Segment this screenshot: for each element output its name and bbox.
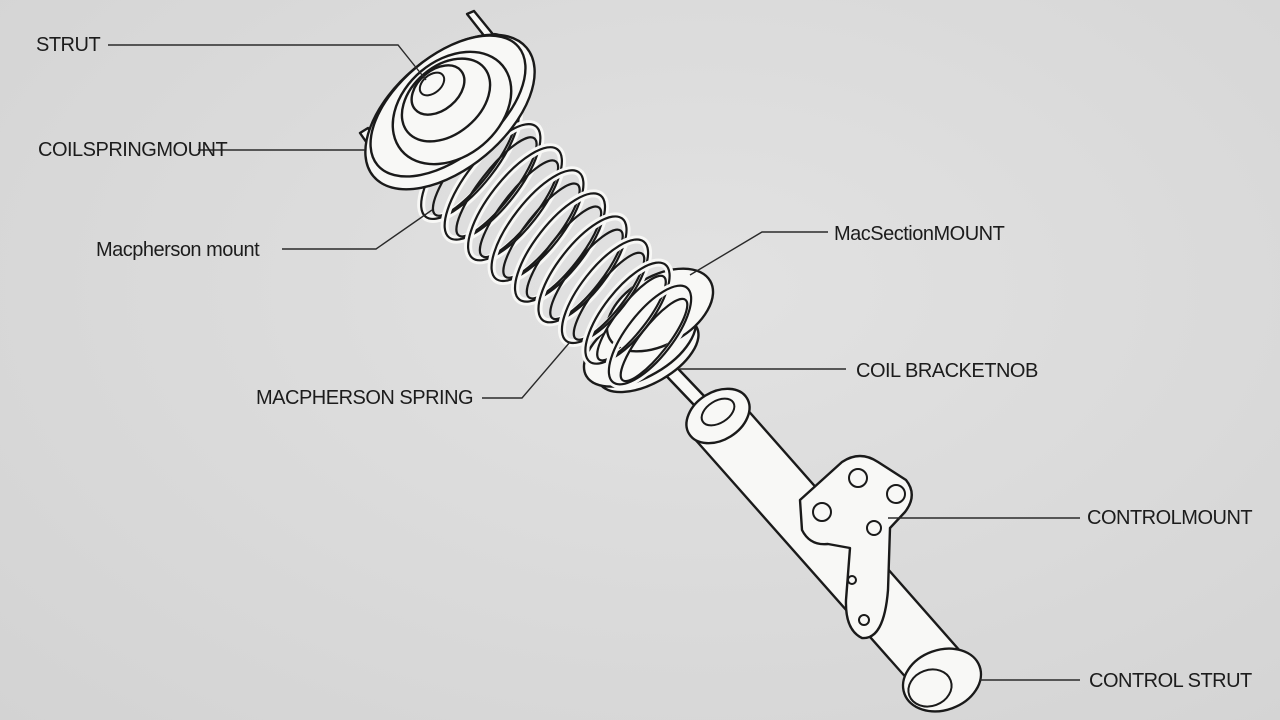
top-mount — [358, 9, 536, 191]
lower-eye-bushing — [901, 647, 983, 713]
leader-lines — [108, 44, 1080, 681]
label-control-strut: CONTROL STRUT — [1089, 670, 1252, 692]
label-coil-spring-mount: COILSPRINGMOUNT — [38, 139, 227, 161]
leader-strut — [108, 44, 427, 81]
spring-coil-turn — [466, 146, 564, 262]
label-coil-bracket: COIL BRACKETNOB — [856, 360, 1038, 382]
spring-coil-turn — [490, 169, 585, 283]
labels: STRUT COILSPRINGMOUNT Macpherson mount M… — [36, 34, 1253, 692]
spring-coil-turn — [511, 189, 609, 306]
spring-coil-inner-edge — [549, 228, 624, 321]
spring-coil-turn — [607, 284, 693, 386]
spring-coil-inner-edge — [572, 251, 646, 341]
label-strut: STRUT — [36, 34, 100, 56]
spring-coil-turn — [513, 192, 607, 303]
spring-coil-inner-edge — [596, 274, 667, 362]
label-mac-section-mount: MacSectionMOUNT — [834, 223, 1005, 245]
spring-coil-turn — [487, 166, 588, 285]
spring-coil-inner-edge — [455, 136, 538, 238]
label-macpherson-spring: MACPHERSON SPRING — [256, 387, 473, 409]
leader-macpherson-spring — [482, 341, 571, 399]
spring-coil-inner-edge — [619, 297, 689, 383]
leader-macpherson-mount — [282, 209, 433, 250]
label-macpherson-mount: Macpherson mount — [96, 239, 260, 261]
leader-mac-section-mount — [689, 231, 828, 276]
spring-coil-turn — [537, 215, 628, 324]
label-control-arm-mount: CONTROLMOUNT — [1087, 507, 1252, 529]
strut-body — [662, 362, 970, 692]
knuckle-bracket — [798, 454, 913, 640]
